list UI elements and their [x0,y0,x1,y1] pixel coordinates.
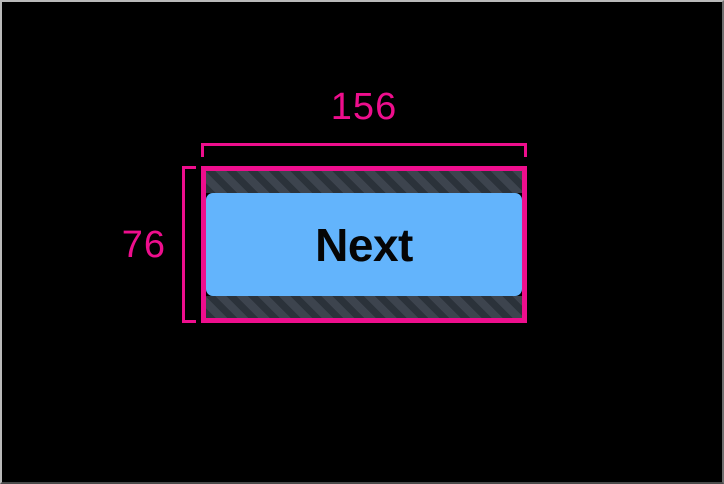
height-dimension-line [182,166,185,323]
measured-element-outline: Next [201,166,527,323]
height-dimension-value: 76 [121,223,166,266]
height-dimension-bracket [182,166,196,323]
next-button[interactable]: Next [206,193,522,296]
next-button-label: Next [315,218,413,271]
height-dimension-tick-start [182,166,196,169]
width-dimension-line [201,143,527,146]
width-dimension-value: 156 [330,86,398,128]
padding-band-bottom [206,296,522,318]
width-dimension-tick-start [201,143,204,157]
height-dimension-tick-end [182,320,196,323]
padding-band-top [206,171,522,193]
width-dimension-tick-end [524,143,527,157]
width-dimension-bracket [201,143,527,157]
